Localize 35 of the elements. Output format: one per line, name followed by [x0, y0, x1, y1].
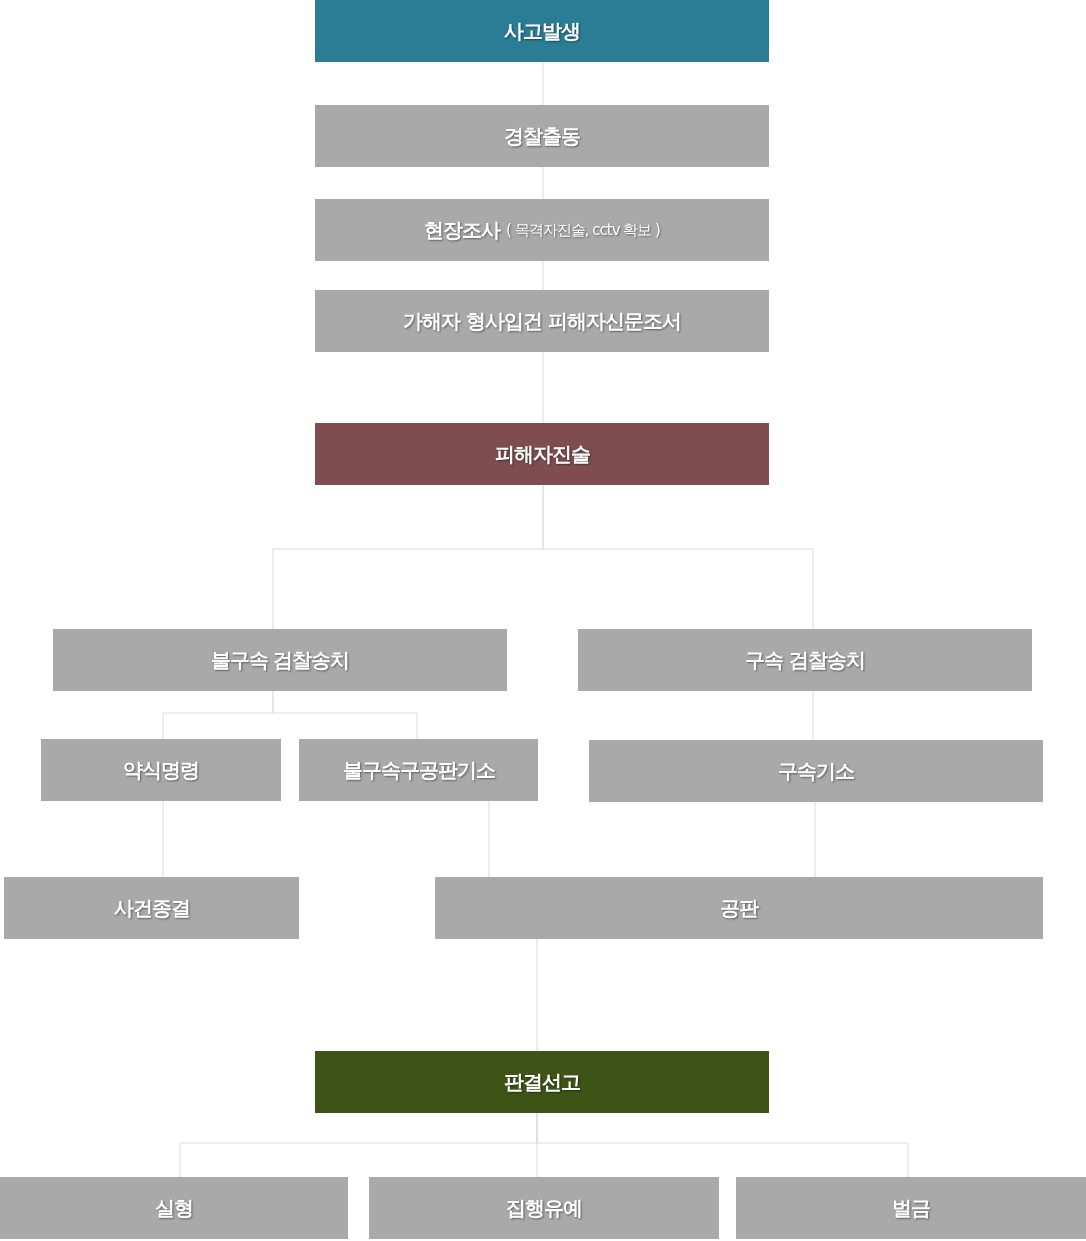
node-label: 불구속 검찰송치 [210, 646, 350, 674]
node-label: 불구속구공판기소 [342, 756, 495, 784]
connector-line [542, 484, 814, 630]
process-box [315, 1051, 769, 1113]
node-label: 구속 검찰송치 [745, 646, 865, 674]
node-note: ( 목격자진술, cctv 확보 ) [506, 220, 660, 240]
process-box [315, 199, 769, 261]
node-label: 판결선고 [504, 1068, 580, 1096]
node-label: 사고발생 [504, 17, 580, 45]
node-label: 공판 [720, 894, 758, 922]
process-box [53, 629, 507, 691]
node-label: 피해자진술 [494, 440, 590, 468]
process-box [369, 1177, 719, 1239]
process-box [315, 105, 769, 167]
process-box [299, 739, 538, 801]
process-box [315, 423, 769, 485]
node-label: 현장조사 [424, 216, 501, 244]
process-box [736, 1177, 1086, 1239]
node-label: 가해자 형사입건 피해자신문조서 [403, 307, 681, 335]
process-box [41, 739, 281, 801]
process-box [578, 629, 1032, 691]
process-box [315, 0, 769, 62]
process-box [589, 740, 1043, 802]
node-label: 사건종결 [113, 894, 190, 922]
node-label: 경찰출동 [504, 122, 580, 150]
node-label: 벌금 [892, 1194, 930, 1222]
node-label: 실형 [155, 1194, 193, 1222]
process-box [4, 877, 299, 939]
node-label: 구속기소 [778, 757, 854, 785]
process-box [435, 877, 1043, 939]
process-box [315, 290, 769, 352]
node-label: 약식명령 [123, 756, 199, 784]
connector-line [272, 690, 418, 740]
node-label: 집행유예 [506, 1194, 582, 1222]
process-box [0, 1177, 348, 1239]
